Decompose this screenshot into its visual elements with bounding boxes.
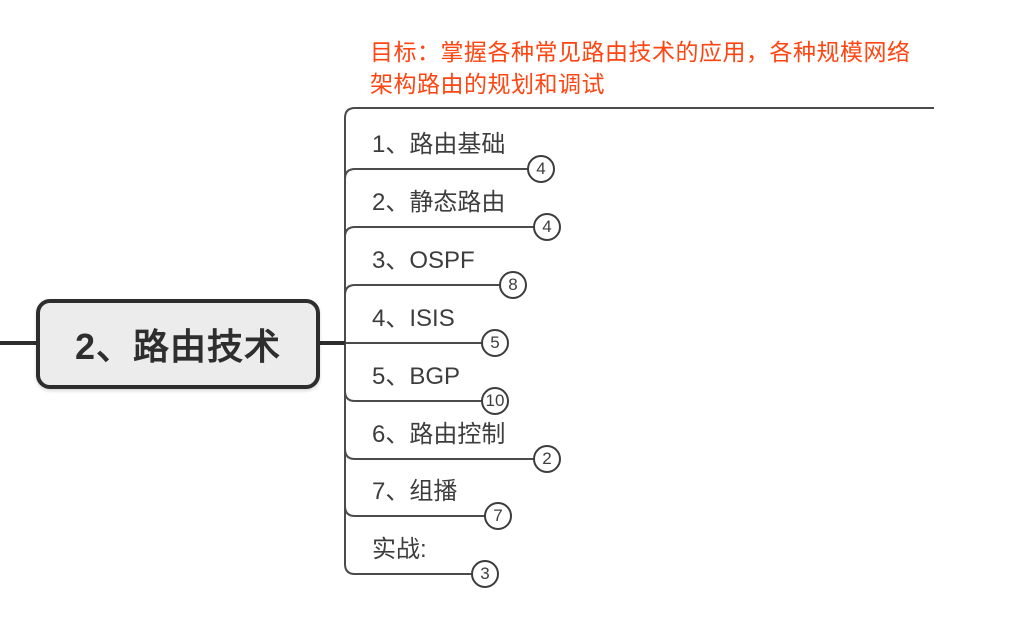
subtopic-bgp[interactable]: 5、BGP [372,363,461,390]
root-topic-label: 2、路由技术 [74,326,282,367]
collapsed-count-badge-3[interactable]: 8 [499,271,527,299]
goal-note[interactable]: 目标：掌握各种常见路由技术的应用，各种规模网络架构路由的规划和调试 [370,39,911,97]
collapsed-count-badge-5[interactable]: 10 [481,387,509,415]
subtopic-multicast[interactable]: 7、组播 [372,478,458,505]
collapsed-count-badge-8[interactable]: 3 [471,560,499,588]
collapsed-count-badge-7[interactable]: 7 [484,502,512,530]
subtopic-ospf[interactable]: 3、OSPF [372,247,475,274]
subtopic-practice[interactable]: 实战: [372,536,427,563]
collapsed-count-badge-6[interactable]: 2 [533,445,561,473]
root-topic[interactable]: 2、路由技术 [36,299,320,389]
collapsed-count-badge-4[interactable]: 5 [481,329,509,357]
collapsed-count-badge-1[interactable]: 4 [527,155,555,183]
subtopic-static-route[interactable]: 2、静态路由 [372,189,506,216]
subtopic-isis[interactable]: 4、ISIS [372,305,455,332]
subtopic-route-basics[interactable]: 1、路由基础 [372,131,506,158]
collapsed-count-badge-2[interactable]: 4 [533,213,561,241]
subtopic-route-control[interactable]: 6、路由控制 [372,421,506,448]
